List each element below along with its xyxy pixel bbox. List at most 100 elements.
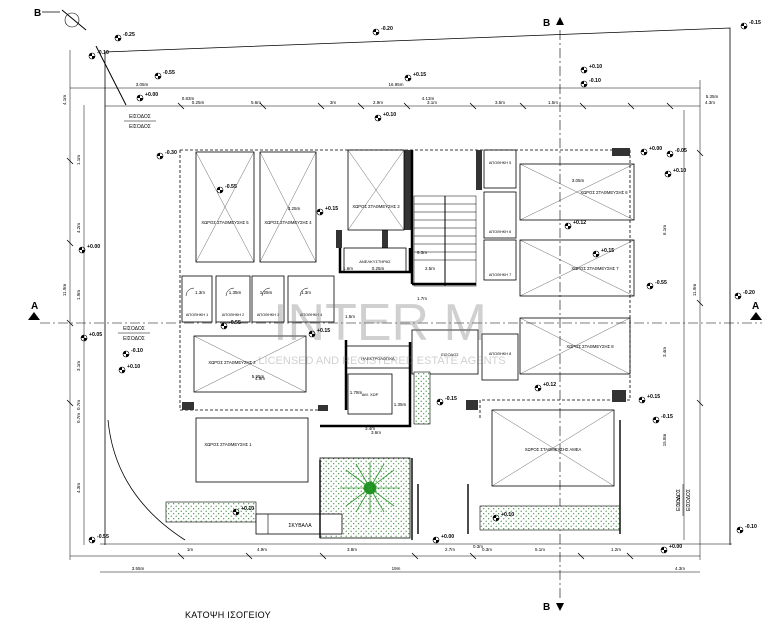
site-boundary-walls (319, 420, 621, 540)
level-marker-l25: -0.15 (436, 396, 457, 406)
dim-bottom-8: 0.3m (482, 547, 492, 552)
dim-left-1: 4.1m (62, 95, 67, 105)
level-value: +0.10 (589, 64, 602, 70)
dim-inner-11: 0.25m (372, 266, 385, 271)
dim-top-6: 3m (330, 100, 337, 105)
level-value: +0.15 (601, 248, 614, 254)
parking-bay-disabled: ΧΩΡΟΣ ΣΤΑΘΜΕΥΣΗΣ ΑΜΕΑ (491, 409, 615, 487)
parking-bay-5: ΧΩΡΟΣ ΣΤΑΘΜΕΥΣΗΣ 5 (195, 151, 255, 263)
level-value: +0.00 (649, 146, 662, 152)
level-value: +0.05 (89, 332, 102, 338)
level-value: +0.15 (325, 206, 338, 212)
level-marker-l23: -0.20 (734, 290, 755, 300)
dimension-ticks (66, 102, 704, 560)
dimension-lines (69, 50, 701, 573)
dim-inner-2: 3.25m (288, 206, 301, 211)
dim-top-3: 5.35m (706, 94, 719, 99)
svg-text:ΑΜ. ΧΩΡ: ΑΜ. ΧΩΡ (362, 392, 379, 397)
level-value: -0.10 (131, 348, 143, 354)
parking-bay-7: ΧΩΡΟΣ ΣΤΑΘΜΕΥΣΗΣ 7 (519, 239, 635, 297)
level-value: +0.10 (673, 168, 686, 174)
level-marker-l10: -0.30 (156, 150, 177, 160)
storage-8-label: ΑΠΟΘΗΚΗ 8 (489, 352, 511, 356)
section-lines (40, 30, 762, 600)
level-marker-l1: -0.25 (114, 32, 135, 42)
level-value: +0.00 (145, 92, 158, 98)
level-marker-l12: +0.15 (316, 206, 338, 216)
level-value: +0.10 (127, 364, 140, 370)
dim-left-8: 0.7m (76, 413, 81, 423)
wc-room: ΑΜ. ΧΩΡ (347, 373, 393, 415)
planting-strip-right (479, 505, 621, 531)
level-value: -0.15 (661, 414, 673, 420)
level-symbol-fill (593, 251, 599, 257)
dim-left-4: 11.9m (62, 284, 67, 296)
level-value: -0.55 (655, 280, 667, 286)
dim-right-1: 6.1m (662, 225, 667, 235)
level-symbol-fill (581, 67, 587, 73)
planting-strip-left (165, 501, 257, 523)
svg-text:ΗΛΕΚΤΡΟΛΟΓΙΚΑ: ΗΛΕΚΤΡΟΛΟΓΙΚΑ (361, 356, 395, 361)
staircase (413, 195, 477, 287)
svg-text:ΕΙΣΟΔΟΣ: ΕΙΣΟΔΟΣ (129, 124, 151, 130)
level-symbol-fill (735, 293, 741, 299)
svg-text:B: B (543, 18, 550, 29)
level-marker-l13: +0.10 (374, 112, 396, 122)
svg-text:B: B (543, 602, 550, 613)
level-symbol-fill (317, 209, 323, 215)
dim-top-11: 4.3m (705, 100, 715, 105)
level-marker-l21: +0.15 (592, 248, 614, 258)
dim-inner-14: 0.3m (473, 544, 483, 549)
structural-columns (182, 148, 630, 411)
level-marker-l27: +0.15 (638, 394, 660, 404)
dim-bottom-6: 3.8m (347, 547, 357, 552)
level-symbol-fill (233, 509, 239, 515)
level-value: -0.30 (165, 150, 177, 156)
svg-text:A: A (31, 301, 38, 312)
parking-bay-6: ΧΩΡΟΣ ΣΤΑΘΜΕΥΣΗΣ 6 (519, 163, 635, 221)
level-value: -0.20 (381, 26, 393, 32)
level-symbol-fill (217, 187, 223, 193)
level-value: -0.55 (163, 70, 175, 76)
dim-top-10: 1.5m (548, 100, 558, 105)
level-marker-l2: -0.10 (88, 50, 109, 60)
level-marker-l33: +0.00 (432, 534, 454, 544)
level-symbol-fill (535, 385, 541, 391)
level-value: -0.10 (97, 50, 109, 56)
level-symbol-fill (667, 151, 673, 157)
level-value: +0.12 (543, 382, 556, 388)
svg-text:ΕΙΣΟΔΟΣ: ΕΙΣΟΔΟΣ (129, 114, 151, 120)
entrance-lobby: ΕΙΣΟΔΟΣ (411, 329, 479, 375)
dim-bottom-4: 1m (187, 547, 194, 552)
svg-text:ΕΙΣΟΔΟΣ: ΕΙΣΟΔΟΣ (676, 489, 682, 511)
level-symbol-fill (115, 35, 121, 41)
level-value: +0.12 (573, 220, 586, 226)
storage-4-label: ΑΠΟΘΗΚΗ 4 (300, 313, 322, 317)
level-symbol-fill (437, 399, 443, 405)
level-marker-l8: -0.10 (580, 78, 601, 88)
storage-6-label: ΑΠΟΘΗΚΗ 6 (489, 230, 511, 234)
svg-text:ΕΙΣΟΔΟΣ: ΕΙΣΟΔΟΣ (123, 336, 145, 342)
svg-text:ΧΩΡΟΣ ΣΤΑΘΜΕΥΣΗΣ 7: ΧΩΡΟΣ ΣΤΑΘΜΕΥΣΗΣ 7 (571, 266, 619, 271)
level-symbol-fill (661, 547, 667, 553)
level-value: -0.55 (97, 534, 109, 540)
dim-inner-15: 4.9m (255, 376, 265, 381)
dim-inner-9: 3.4m (365, 426, 375, 431)
dim-bottom-3: 4.3m (675, 566, 685, 571)
level-symbol-fill (309, 331, 315, 337)
entrance-label-top-left: ΕΙΣΟΔΟΣ ΕΙΣΟΔΟΣ (124, 114, 156, 130)
level-marker-l31: +0.00 (660, 544, 682, 554)
svg-text:ΕΙΣΟΔΟΣ: ΕΙΣΟΔΟΣ (441, 352, 459, 357)
level-value: +0.00 (669, 544, 682, 550)
level-symbol-fill (221, 323, 227, 329)
dim-left-7: 0.7m (76, 400, 81, 410)
level-marker-l7: +0.10 (580, 64, 602, 74)
level-symbol-fill (405, 75, 411, 81)
dim-inner-6: 1.3m (301, 290, 311, 295)
dim-inner-18: 1.78m (350, 390, 363, 395)
level-value: +0.10 (501, 512, 514, 518)
svg-text:ΕΙΣΟΔΟΣ: ΕΙΣΟΔΟΣ (123, 326, 145, 332)
section-mark-b-bottom: B (543, 602, 564, 613)
section-mark-b-corner: B (34, 8, 87, 31)
